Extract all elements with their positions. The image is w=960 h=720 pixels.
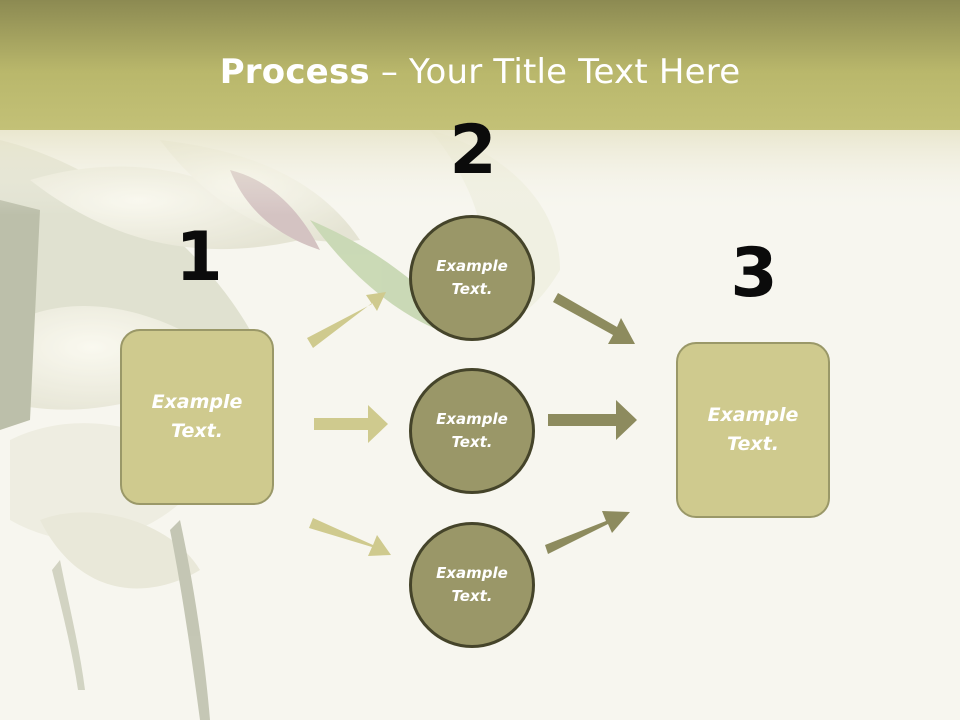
arrow-right-right [548, 400, 637, 440]
middle-circle-top-text: Example Text. [436, 257, 508, 298]
step-number-3: 3 [730, 234, 778, 313]
middle-circle-bottom-text: Example Text. [436, 564, 508, 605]
step-3-text: Example Text. [707, 404, 799, 455]
right-arrows [545, 293, 637, 554]
middle-circle-top: Example Text. [409, 215, 535, 341]
step-number-2: 2 [449, 111, 497, 190]
step-3-box: Example Text. [676, 342, 830, 518]
arrow-up-right-left [307, 292, 386, 348]
page-title: Process – Your Title Text Here [0, 52, 960, 92]
arrow-up-right-right [545, 511, 630, 554]
arrow-down-right-left [309, 518, 391, 556]
title-bold-part: Process [219, 52, 370, 92]
step-1-text: Example Text. [151, 391, 243, 442]
arrow-right-left [314, 405, 388, 443]
title-rest-part: – Your Title Text Here [369, 52, 741, 92]
middle-circle-bottom: Example Text. [409, 522, 535, 648]
middle-circle-center: Example Text. [409, 368, 535, 494]
step-1-box: Example Text. [120, 329, 274, 505]
left-arrows [307, 292, 391, 556]
step-number-1: 1 [175, 218, 223, 297]
middle-circle-center-text: Example Text. [436, 410, 508, 451]
arrow-down-right-right [553, 293, 635, 344]
